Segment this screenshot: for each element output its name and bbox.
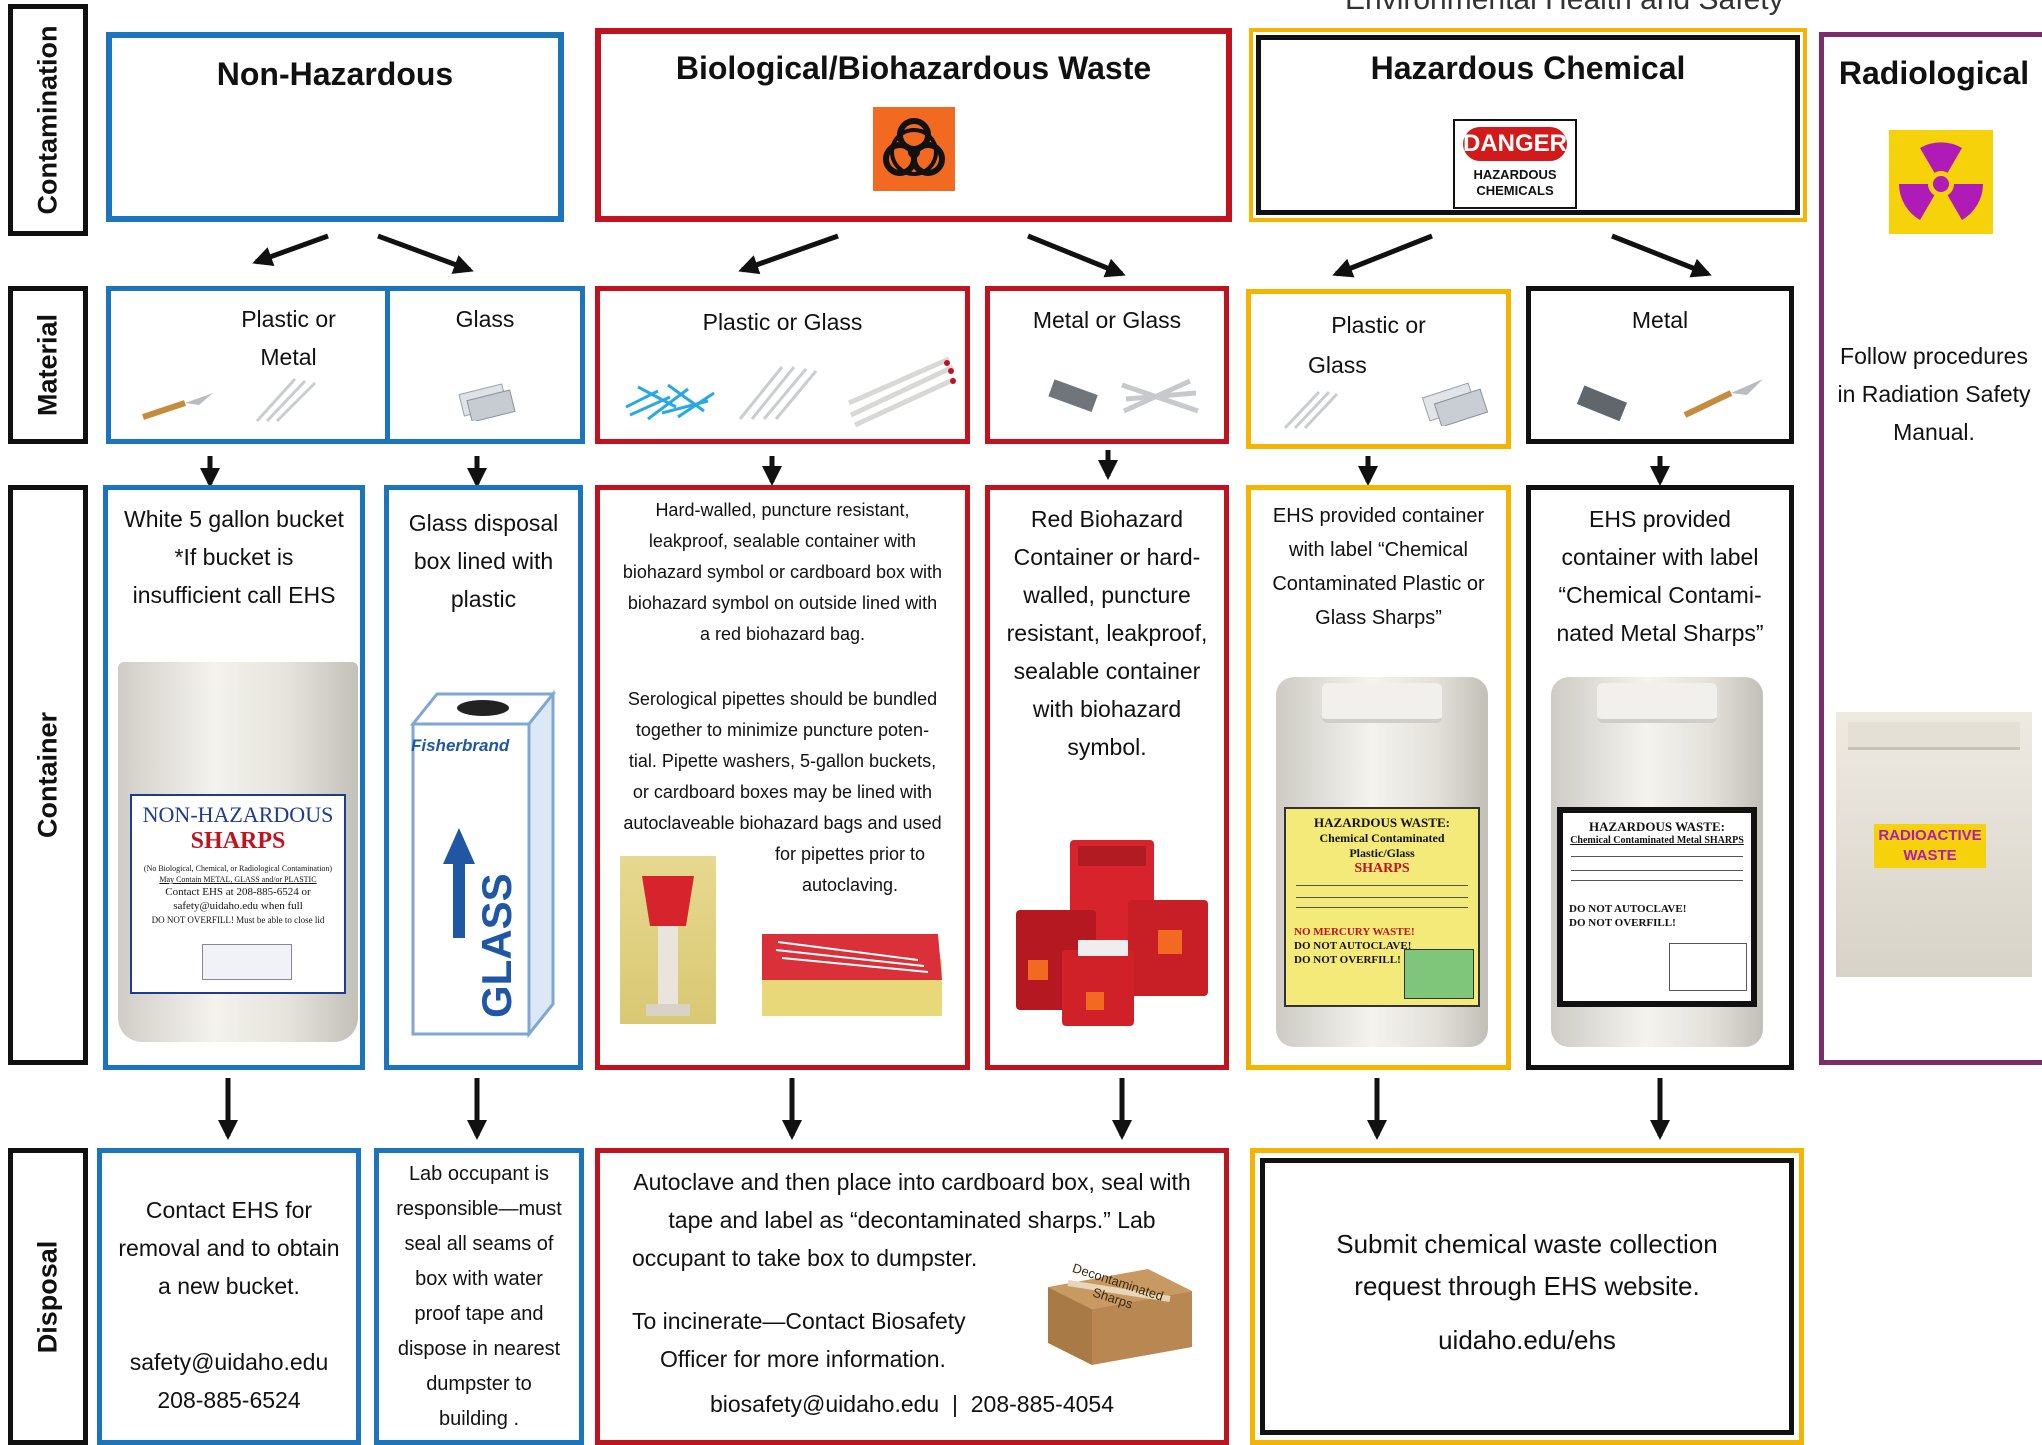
pipette-icon bbox=[1281, 388, 1341, 432]
ehs-website: uidaho.edu/ehs bbox=[1438, 1325, 1616, 1355]
jar-image: HAZARDOUS WASTE: Chemical Contaminated P… bbox=[1276, 677, 1488, 1047]
disposal-description: Contact EHS for removal and to obtain a … bbox=[118, 1197, 340, 1413]
bucket-image: NON-HAZARDOUS SHARPS (No Biological, Che… bbox=[118, 662, 358, 1042]
material-chem-metal: Metal bbox=[1526, 286, 1794, 444]
razor-blade-icon bbox=[1044, 379, 1104, 415]
pipette-washer-image bbox=[620, 856, 716, 1024]
glass-slides-icon bbox=[1421, 378, 1491, 428]
category-title: Hazardous Chemical bbox=[1370, 50, 1686, 86]
material-chem-plastic-glass: Plastic or Glass bbox=[1246, 289, 1511, 449]
category-radiological: Radiological Follow procedures in Radiat… bbox=[1819, 32, 2042, 1065]
lined-box-image bbox=[758, 920, 946, 1020]
disposal-description: Lab occupant is responsible—must seal al… bbox=[396, 1163, 562, 1430]
material-nh-glass: Glass bbox=[385, 286, 585, 444]
razor-blade-icon bbox=[1571, 383, 1635, 423]
radioactive-label: RADIOACTIVE WASTE bbox=[1874, 824, 1986, 868]
bucket-label: NON-HAZARDOUS SHARPS (No Biological, Che… bbox=[130, 794, 346, 994]
biohazard-icon bbox=[873, 107, 955, 191]
container-bio-plastic-glass: Hard-walled, puncture resistant, leakpro… bbox=[595, 485, 970, 1070]
pipette-icon bbox=[251, 375, 321, 425]
jar-label: HAZARDOUS WASTE: Chemical Contaminated P… bbox=[1284, 807, 1480, 1007]
category-chemical: Hazardous Chemical DANGER HAZARDOUS CHEM… bbox=[1249, 28, 1807, 222]
container-description: Glass disposal box lined with plastic bbox=[408, 510, 559, 612]
scalpel-icon bbox=[137, 391, 217, 421]
container-nh-glass-box: Glass disposal box lined with plastic Fi… bbox=[384, 485, 583, 1070]
container-nh-bucket: White 5 gallon bucket *If bucket is insu… bbox=[103, 485, 365, 1070]
pipette-tips-icon bbox=[618, 367, 718, 427]
biosafety-contact: biosafety@uidaho.edu | 208-885-4054 bbox=[709, 1391, 1114, 1417]
disposal-nh-bucket: Contact EHS for removal and to obtain a … bbox=[97, 1148, 361, 1445]
glass-slides-icon bbox=[1114, 373, 1204, 421]
serological-pipettes-icon bbox=[845, 355, 960, 431]
header-text: Environmental Health and Safety bbox=[1345, 0, 1784, 17]
glass-slides-icon bbox=[455, 383, 519, 423]
material-bio-metal-glass: Metal or Glass bbox=[985, 286, 1229, 444]
jar-image: HAZARDOUS WASTE: Chemical Contaminated M… bbox=[1551, 677, 1763, 1047]
category-biological: Biological/Biohazardous Waste bbox=[595, 28, 1232, 222]
danger-sign-line1: HAZARDOUS bbox=[1473, 167, 1557, 182]
container-chem-plastic-glass: EHS provided container with label “Chemi… bbox=[1246, 485, 1511, 1070]
danger-sign: DANGER HAZARDOUS CHEMICALS bbox=[1453, 119, 1577, 209]
radiological-procedure: Follow procedures in Radiation Safety Ma… bbox=[1837, 343, 2031, 445]
container-chem-metal: EHS provided container with label “Chemi… bbox=[1526, 485, 1794, 1070]
row-label-container: Container bbox=[8, 485, 88, 1065]
disposal-chem: Submit chemical waste collection request… bbox=[1250, 1148, 1804, 1445]
material-bio-plastic-glass: Plastic or Glass bbox=[595, 286, 970, 444]
row-label-contamination: Contamination bbox=[8, 4, 88, 236]
row-label-disposal: Disposal bbox=[8, 1148, 88, 1445]
radioactive-waste-box-image: RADIOACTIVE WASTE bbox=[1836, 712, 2032, 977]
jar-label: HAZARDOUS WASTE: Chemical Contaminated M… bbox=[1557, 807, 1757, 1007]
glass-box-image: Fisherbrand GLASS bbox=[403, 688, 563, 1039]
disposal-nh-glass: Lab occupant is responsible—must seal al… bbox=[374, 1148, 584, 1445]
danger-sign-line2: CHEMICALS bbox=[1476, 183, 1554, 198]
scalpel-icon bbox=[1679, 375, 1767, 421]
sharps-containers-image bbox=[1008, 830, 1218, 1030]
category-title: Radiological bbox=[1838, 55, 2030, 91]
radiation-icon bbox=[1889, 130, 1993, 234]
pipette-instructions: Serological pipettes should be bundled t… bbox=[623, 689, 942, 833]
container-bio-metal-glass: Red Biohazard Container or hard- walled,… bbox=[985, 485, 1229, 1070]
pipette-instructions-end: for pipettes prior to autoclaving. bbox=[774, 844, 926, 895]
row-label-material: Material bbox=[8, 286, 88, 444]
glass-box-word: GLASS bbox=[473, 873, 520, 1018]
container-description: White 5 gallon bucket *If bucket is insu… bbox=[124, 506, 344, 608]
danger-sign-header: DANGER bbox=[1463, 127, 1567, 161]
cardboard-box-image: Decontaminated Sharps bbox=[1038, 1259, 1198, 1369]
container-description: EHS provided container with label “Chemi… bbox=[1556, 506, 1764, 646]
category-non-hazardous: Non-Hazardous bbox=[106, 32, 564, 222]
category-title: Non-Hazardous bbox=[216, 56, 454, 92]
category-title: Biological/Biohazardous Waste bbox=[675, 50, 1152, 86]
disposal-bio: Autoclave and then place into cardboard … bbox=[595, 1148, 1229, 1445]
container-description: Hard-walled, puncture resistant, leakpro… bbox=[622, 500, 943, 644]
pipette-icon bbox=[732, 361, 820, 423]
container-description: EHS provided container with label “Chemi… bbox=[1272, 505, 1485, 629]
glass-box-brand: Fisherbrand bbox=[411, 736, 510, 755]
container-description: Red Biohazard Container or hard- walled,… bbox=[1006, 506, 1208, 760]
